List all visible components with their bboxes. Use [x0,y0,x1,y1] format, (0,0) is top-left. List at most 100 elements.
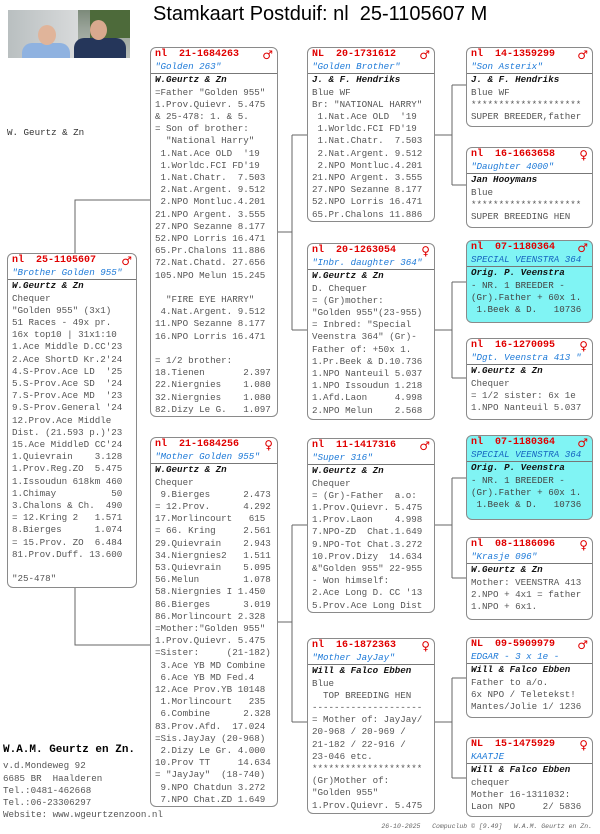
pigeon-name: SPECIAL VEENSTRA 364 [467,254,592,268]
card-line: 1.NPO + 6x1. [471,601,538,613]
ancestor-card: nl 16-1270095♀"Dgt. Veenstra 413 "W.Geur… [466,338,593,420]
card-line: SUPER BREEDER,father [471,111,582,123]
card-line: 1.Quievrain 3.128 [12,451,123,463]
pigeon-name: "Brother Golden 955" [8,267,136,281]
subject-pigeon-card: nl 25-1105607♂"Brother Golden 955"W.Geur… [7,253,137,588]
card-line: 16x top10 | 31x1:10 [12,329,117,341]
card-line: 3.Ace YB MD Combine [155,659,266,671]
card-line: 18.Tienen 2.397 [155,367,271,379]
card-line: 1.Prov.Quievr. 5.475 [155,635,266,647]
card-line: Blue [471,186,494,198]
card-line: "FIRE EYE HARRY" [155,294,255,306]
card-header: NL 15-1475929♀ [467,738,592,751]
card-line: 15.Ace MiddleD CC'24 [12,439,123,451]
pigeon-name: SPECIAL VEENSTRA 364 [467,449,592,463]
card-line: Blue WF [471,86,510,98]
male-icon: ♂ [577,436,588,450]
card-line: Mother: VEENSTRA 413 [471,576,582,588]
card-line: Chequer [12,292,51,304]
card-line: 1.Prov.Quievr. 5.475 [155,98,266,110]
card-line: 10.Prov TT 14.634 [155,757,271,769]
card-line: &"Golden 955" 22-955 [312,563,423,575]
pigeon-owner: J. & F. Hendriks [471,74,560,86]
male-icon: ♂ [262,48,273,62]
card-line: 6x NPO / Teletekst! [471,688,576,700]
female-icon: ♀ [579,738,588,752]
pigeon-name: "Mother Golden 955" [151,451,277,465]
card-line: 1.Chimay 50 [12,487,123,499]
card-line: 83.Prov.Afd. 17.024 [155,720,266,732]
card-header: nl 16-1872363♀ [308,639,434,652]
female-icon: ♀ [264,438,273,452]
card-line: 9.NPO Chatdun 3.272 [155,781,266,793]
card-line: (Gr).Father + 60x 1. [471,291,582,303]
card-line: 82.Dizy Le G. 1.097 [155,403,271,415]
page-title: Stamkaart Postduif: nl 25-1105607 M [153,3,488,25]
breeder-name: W.A.M. Geurtz en Zn. [3,744,136,756]
card-line: = 1/2 sister: 6x 1e [471,389,576,401]
card-line: = (Gr)-Father a.o: [312,489,417,501]
card-header: nl 21-1684256♀ [151,438,277,451]
card-line: & 25-478: 1. & 5. [155,111,249,123]
ring-number: nl 08-1186096 [471,539,556,550]
card-line: 81.Prov.Duff. 13.600 [12,548,123,560]
pigeon-owner: W.Geurtz & Zn [312,465,384,477]
card-line: 1.Morlincourt 235 [155,696,266,708]
card-line: 2.Dizy Le Gr. 4.000 [155,745,266,757]
card-line: 1.Beek & D. 10736 [471,304,582,316]
card-line: 2.NPO + 4x1 = father [471,588,582,600]
pigeon-owner: Orig. P. Veenstra [471,267,565,279]
card-line: 1.Nat.Ace OLD '19 [312,111,417,123]
card-line: 2.Nat.Argent. 9.512 [155,184,266,196]
card-line: (Gr)Mother of: [312,775,390,787]
male-icon: ♂ [121,254,132,268]
card-line: 5.Prov.Ace Long Dist [312,599,423,611]
ancestor-card: nl 14-1359299 ♂"Son Asterix"J. & F. Hendr… [466,47,593,127]
card-line: 4.Nat.Argent. 9.512 [155,306,266,318]
pigeon-owner: W.Geurtz & Zn [155,74,227,86]
card-line: Mother 16-1311032: [471,788,571,800]
card-line: 1.Issoudun 618km 460 [12,475,123,487]
card-line: = Son of brother: [155,123,249,135]
card-line: 1.Prov.Laon 4.998 [312,514,423,526]
breeders-photo [8,10,130,58]
address-website[interactable]: Website: www.wgeurtzenzoon.nl [3,809,163,821]
pigeon-name: "Son Asterix" [467,61,592,75]
card-line: "Golden 955" [312,787,379,799]
card-line: 1.NPO Nanteuil 5.037 [471,402,582,414]
card-line: - NR. 1 BREEDER - [471,279,565,291]
card-line: 86.Bierges 3.019 [155,598,271,610]
card-line: = 12.Prov. 4.292 [155,501,271,513]
ancestor-card: NL 09-5909979♂EDGAR - 3 x 1e -Will & Fal… [466,637,593,718]
card-line: 1.Worldc.FCI FD'19 [155,159,260,171]
card-line: 1.Prov.Reg.ZO 5.475 [12,463,123,475]
pigeon-owner: W.Geurtz & Zn [12,280,84,292]
card-line: =Mother:"Golden 955" [155,623,266,635]
card-line: 1.Nat.Ace OLD '19 [155,147,260,159]
card-line: 7.NPO-ZD Chat.1.649 [312,526,423,538]
address-street: v.d.Mondeweg 92 [3,760,86,772]
male-icon: ♂ [577,48,588,62]
card-line: ******************** [471,198,582,210]
card-line: 3.Chalons & Ch. 490 [12,500,123,512]
ring-number: nl 14-1359299 [471,49,556,60]
owner-label: W. Geurtz & Zn [7,127,85,138]
card-line: 1.NPO Nanteuil 5.037 [312,368,423,380]
card-line: = (Gr)mother: [312,294,384,306]
ring-number: nl 16-1270095 [471,340,556,351]
footer: 26-10-2025 Compuclub © [9.49] W.A.M. Geu… [381,823,592,830]
pigeon-owner: Will & Falco Ebben [312,665,412,677]
pigeon-name: KAATJE [467,751,592,765]
pigeon-name: "Mother JayJay" [308,652,434,666]
card-header: nl 16-1270095♀ [467,339,592,352]
female-icon: ♀ [421,639,430,653]
card-line: 1.Pr.Beek & D.10.736 [312,355,423,367]
pigeon-owner: Orig. P. Veenstra [471,462,565,474]
ring-number: nl 16-1663658 [471,149,556,160]
card-line: Dist. (21.593 p.)'23 [12,426,123,438]
card-line: Laon NPO 2/ 5836 [471,801,582,813]
